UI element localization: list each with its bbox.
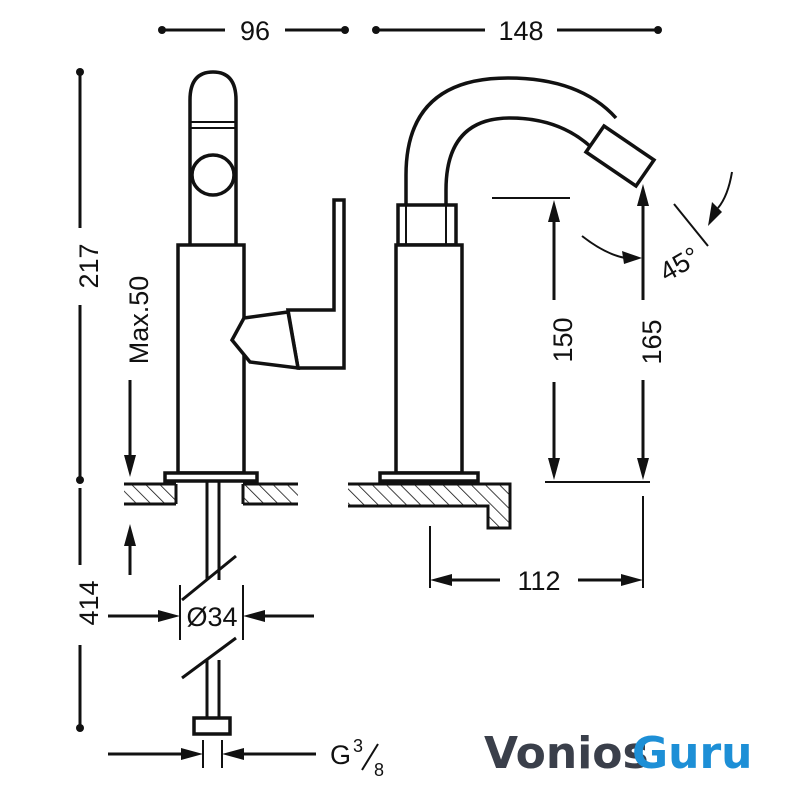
faucet-side-view xyxy=(378,76,657,483)
brand-logo: Vonios Guru xyxy=(484,728,752,779)
dimension-angle: 45° xyxy=(581,171,733,287)
dimension-max-thickness: Max.50 xyxy=(124,276,154,575)
label-height-total: 217 xyxy=(74,243,104,288)
dimension-pipe-length: 414 xyxy=(74,488,104,732)
label-max-thickness: Max.50 xyxy=(124,276,154,365)
dimension-width-front: 96 xyxy=(158,16,349,46)
label-width-side: 148 xyxy=(498,16,543,46)
dimension-pipe-diameter: Ø34 xyxy=(108,585,314,640)
label-thread-numerator: 3 xyxy=(353,736,363,756)
dimension-height-outlet: 165 xyxy=(637,184,667,480)
label-width-front: 96 xyxy=(240,16,270,46)
dimension-width-side: 148 xyxy=(372,16,662,46)
label-pipe-diameter: Ø34 xyxy=(186,602,237,632)
label-height-outlet: 165 xyxy=(637,319,667,364)
supply-pipe xyxy=(181,481,237,736)
logo-text-guru: Guru xyxy=(632,728,752,779)
label-thread: G xyxy=(330,740,351,770)
front-mounting-surface xyxy=(124,482,298,506)
side-mounting-surface xyxy=(348,482,512,530)
label-pipe-length: 414 xyxy=(74,580,104,625)
dimension-reach: 112 xyxy=(429,496,644,596)
label-height-spout: 150 xyxy=(548,317,578,362)
dimension-height-total: 217 xyxy=(74,68,104,484)
faucet-front-view xyxy=(163,70,346,483)
label-thread-denominator: 8 xyxy=(374,760,384,780)
dimension-thread: G 3 8 xyxy=(108,736,384,780)
label-reach: 112 xyxy=(517,566,560,596)
logo-text-vonios: Vonios xyxy=(484,728,649,779)
label-angle: 45° xyxy=(654,241,704,287)
dimension-height-spout: 150 xyxy=(492,197,650,483)
